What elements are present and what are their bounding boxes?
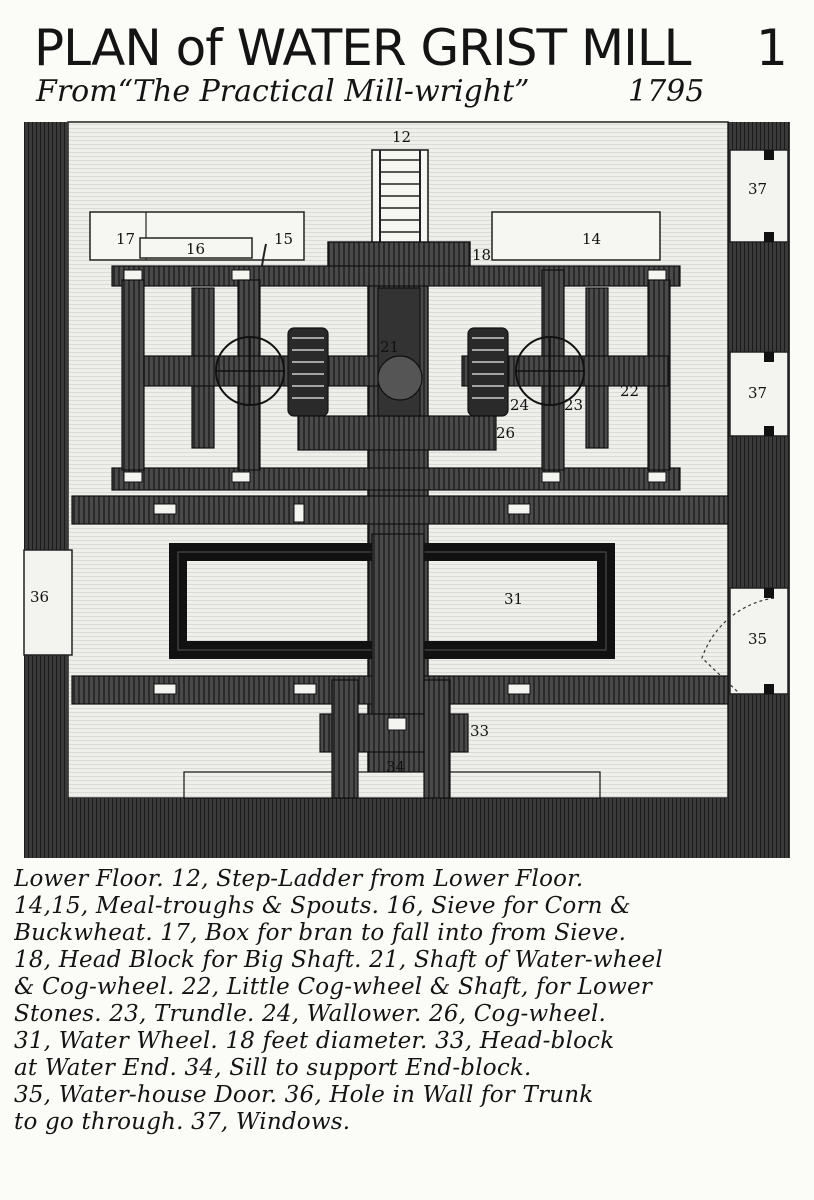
plate-subtitle: From“The Practical Mill-wright” 1795 [36,72,796,112]
legend-line: to go through. 37, Windows. [14,1109,351,1135]
wallower-24 [467,327,509,417]
frame-lower-beam [111,467,681,491]
legend-line: at Water End. 34, Sill to support End-bl… [14,1055,532,1081]
label-35: 35 [748,630,767,648]
frame-top-beam [111,265,681,287]
label-33: 33 [470,722,489,740]
door-35 [729,587,789,695]
wall-bottom [24,798,790,858]
legend-line: Buckwheat. 17, Box for bran to fall into… [14,920,627,946]
label-21: 21 [380,338,399,356]
label-22: 22 [620,382,639,400]
label-18: 18 [472,246,491,264]
beam-bolt-marks [153,503,531,695]
plate-number: 1 [756,19,788,77]
legend-line: 31, Water Wheel. 18 feet diameter. 33, H… [14,1028,615,1054]
sieve-16 [139,237,253,259]
trundle-23 [515,336,585,406]
subtitle-source: From“The Practical Mill-wright” [36,74,530,109]
label-31: 31 [504,590,523,608]
mill-plan-drawing: 12 17 16 15 18 14 21 22 23 24 26 31 33 3… [23,121,790,858]
title-text: PLAN of WATER GRIST MILL [34,19,692,77]
wall-hole-36 [23,549,73,656]
trundle-left [215,336,285,406]
legend-line: 14,15, Meal-troughs & Spouts. 16, Sieve … [14,893,631,919]
wall-left [24,122,68,858]
label-17: 17 [116,230,135,248]
label-24: 24 [510,396,529,414]
label-15: 15 [274,230,293,248]
meal-trough-14 [491,211,661,261]
label-34: 34 [386,758,405,776]
plate-title: PLAN of WATER GRIST MILL 1 [0,18,814,78]
window-sash-marks [764,150,774,694]
label-36: 36 [30,588,49,606]
legend-line: 18, Head Block for Big Shaft. 21, Shaft … [14,947,663,973]
label-16: 16 [186,240,205,258]
legend-line: 35, Water-house Door. 36, Hole in Wall f… [14,1082,594,1108]
legend-line: & Cog-wheel. 22, Little Cog-wheel & Shaf… [14,974,652,1000]
label-23: 23 [564,396,583,414]
end-block-posts [331,679,451,799]
shaft-21-hub [377,355,423,401]
cog-wheel-26-frame [297,415,497,451]
window-37-top [729,149,789,243]
plan-legend: Lower Floor. 12, Step-Ladder from Lower … [14,866,800,1192]
label-14: 14 [582,230,601,248]
cross-beam-upper [71,495,729,525]
cog-wheel-left [287,327,329,417]
subtitle-year: 1795 [628,74,705,109]
label-12: 12 [392,128,411,146]
window-37-middle [729,351,789,437]
legend-line: Lower Floor. 12, Step-Ladder from Lower … [14,866,584,892]
step-ladder [371,149,429,247]
label-26: 26 [496,424,515,442]
sill-34 [183,771,601,799]
label-37-middle: 37 [748,384,767,402]
label-37-top: 37 [748,180,767,198]
legend-line: Stones. 23, Trundle. 24, Wallower. 26, C… [14,1001,607,1027]
wall-right [728,122,790,858]
big-shaft-lower [371,533,425,715]
door-swing-arc [701,597,775,695]
